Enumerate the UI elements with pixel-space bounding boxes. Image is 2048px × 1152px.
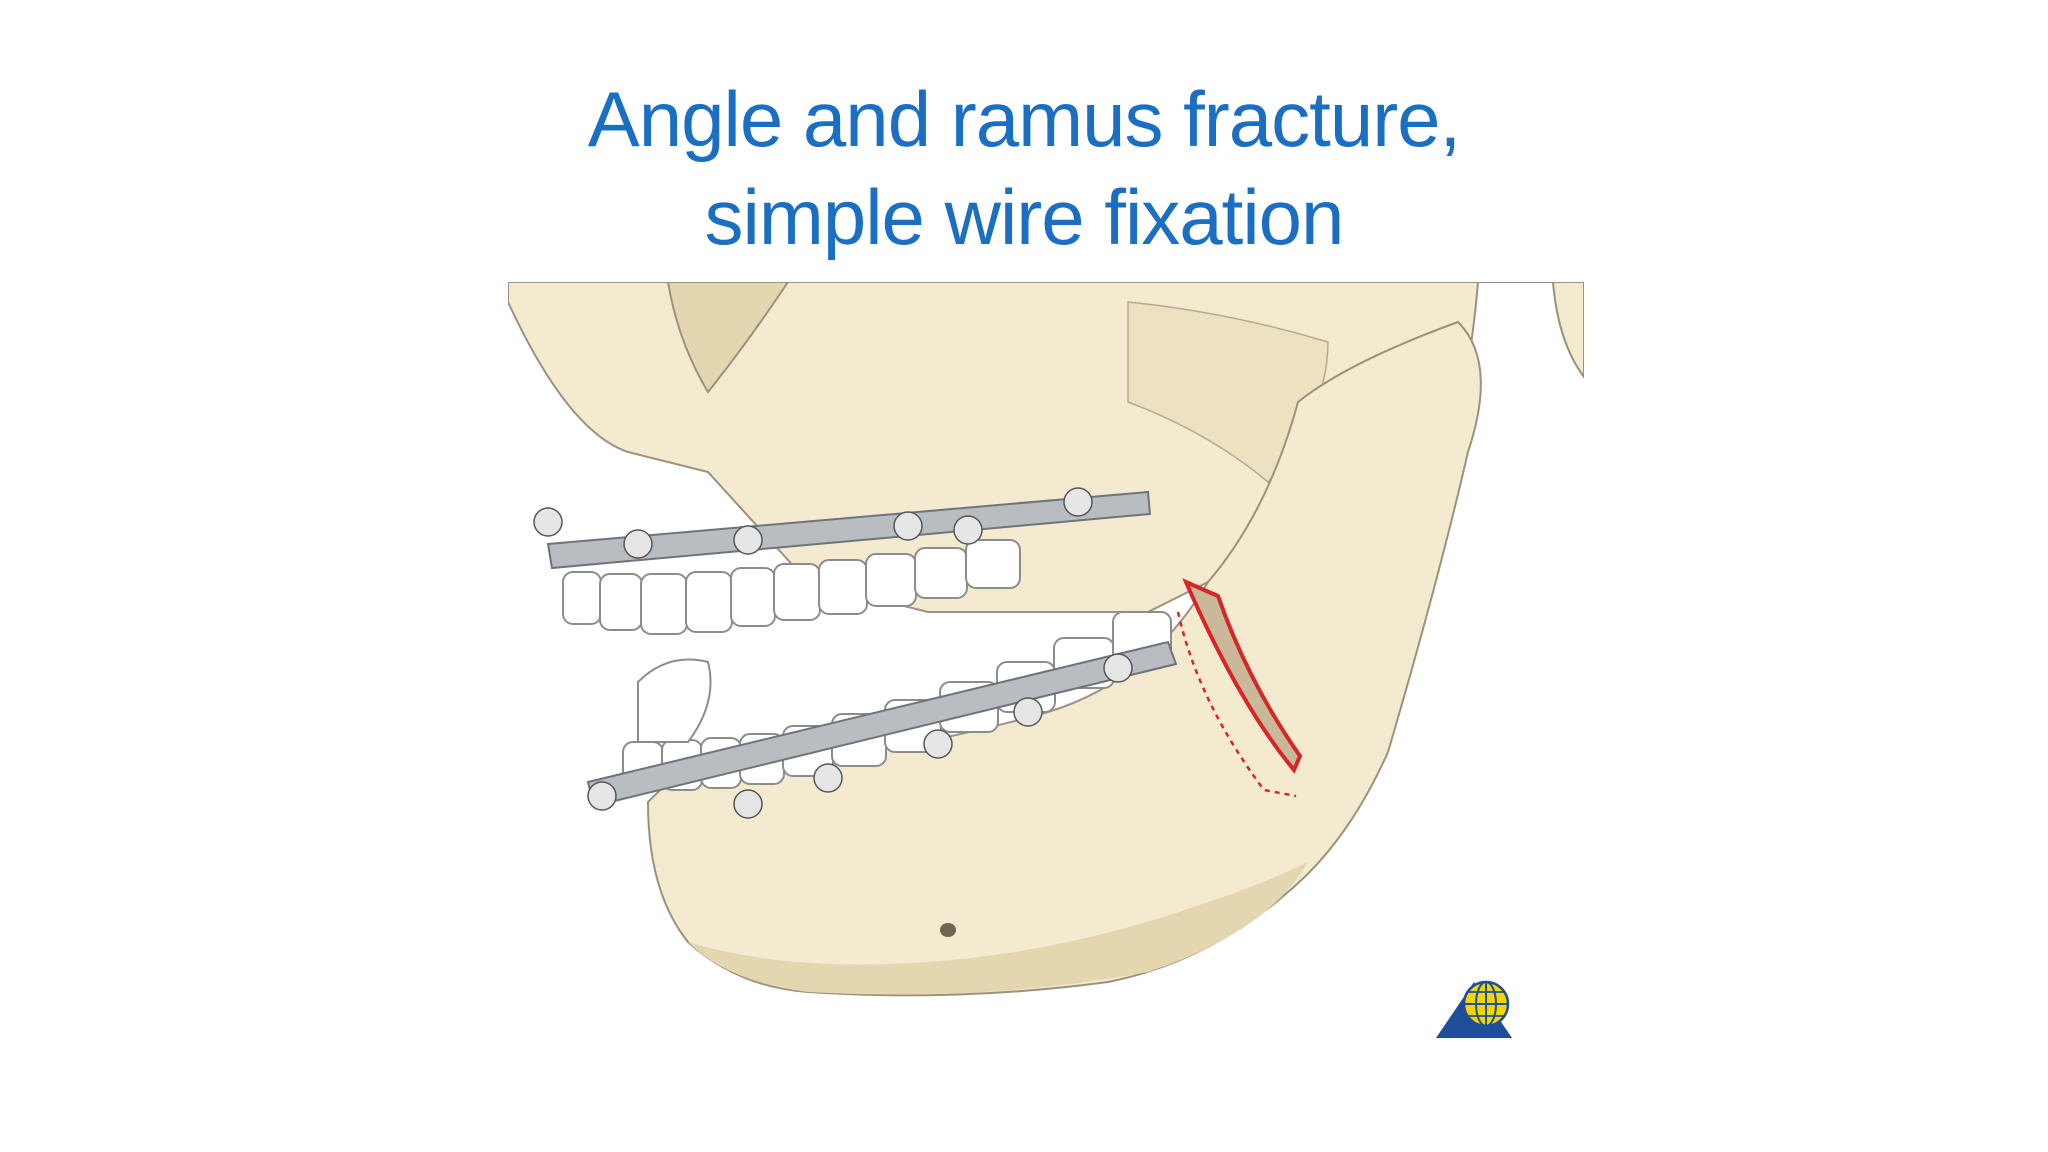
mental-foramen <box>940 923 956 937</box>
orbit-shadow <box>666 282 790 394</box>
slide-title: Angle and ramus fracture, simple wire fi… <box>324 70 1724 266</box>
ao-foundation-logo-icon <box>1434 978 1518 1042</box>
wire-ligatures <box>533 487 1133 819</box>
mandible-shadow <box>688 862 1308 995</box>
lower-incisors <box>637 658 712 743</box>
upper-teeth <box>562 539 1021 635</box>
fracture-line-dashed <box>1176 611 1297 798</box>
upper-arch-bar <box>546 490 1152 570</box>
title-line-1: Angle and ramus fracture, <box>587 75 1461 163</box>
fracture-line <box>1182 578 1303 774</box>
title-line-2: simple wire fixation <box>704 173 1345 261</box>
mandible-fracture-illustration <box>508 282 1584 1072</box>
